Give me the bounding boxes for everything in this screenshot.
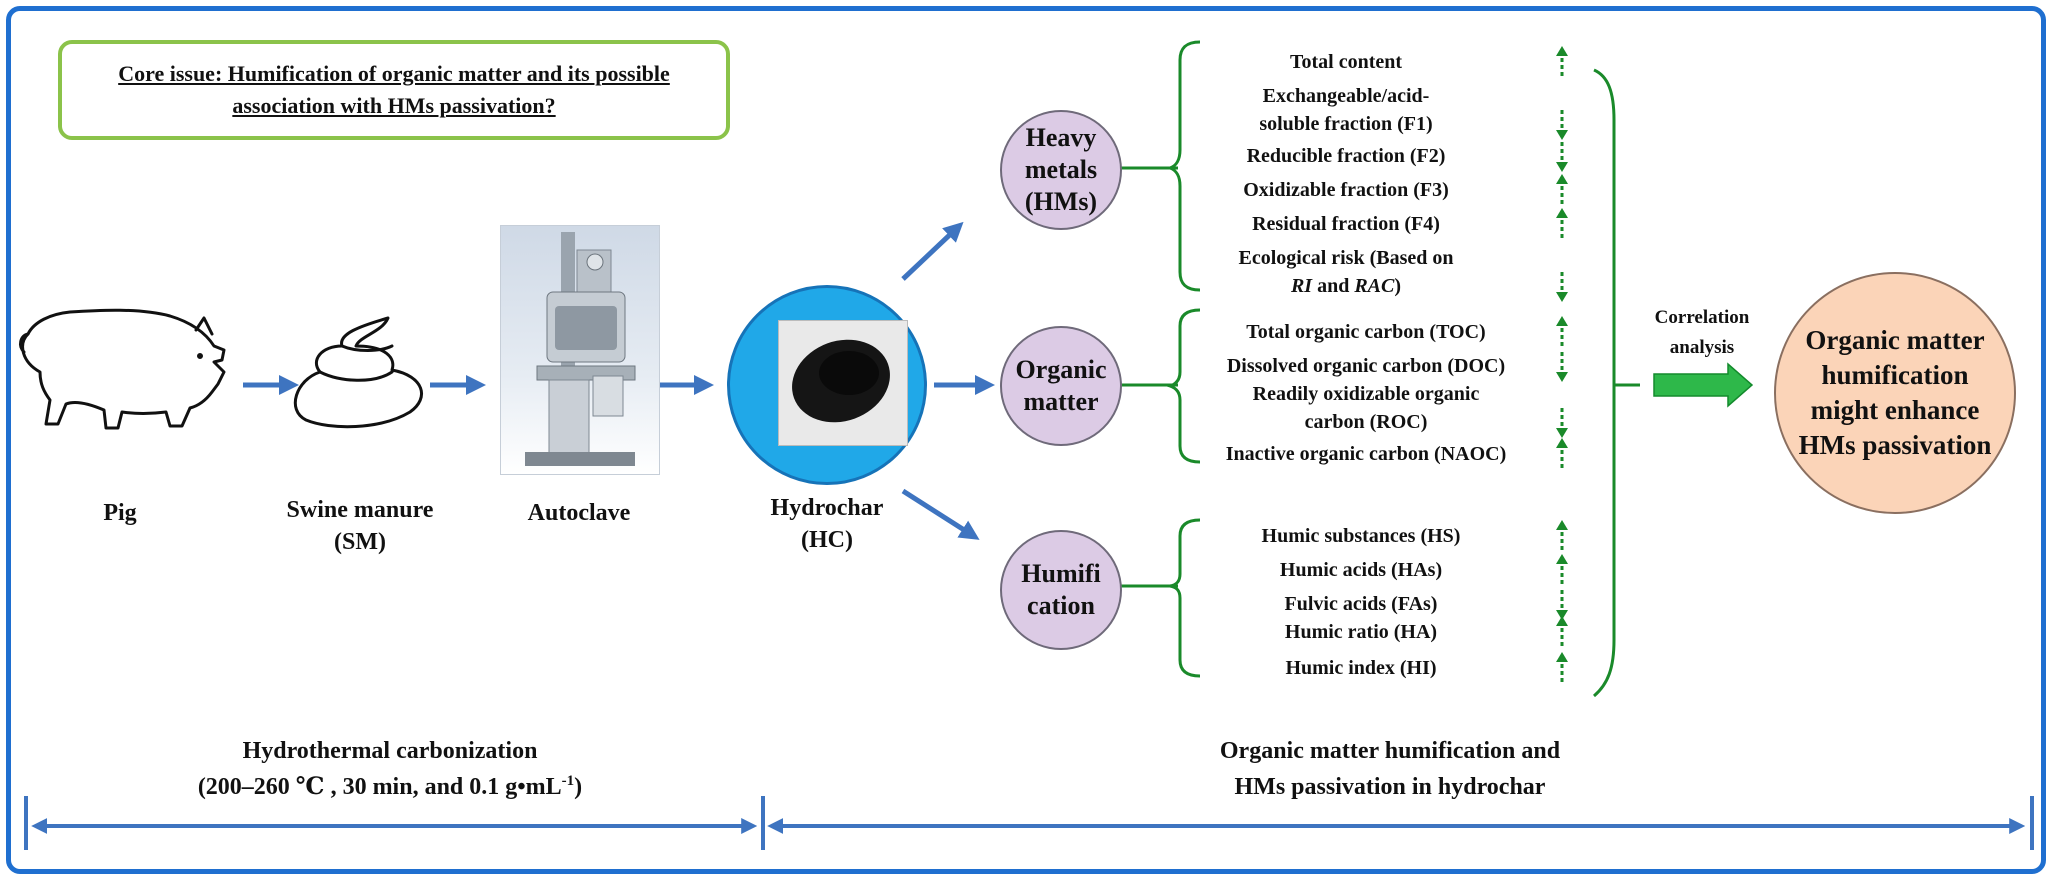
autoclave-label: Autoclave	[527, 500, 631, 526]
hm-item-2: soluble fraction (F1)	[1259, 113, 1433, 135]
correlation-arrow	[1653, 362, 1754, 408]
om-trend-down-arrow-3	[1556, 408, 1568, 438]
bottom-left-line1: Hydrothermal carbonization	[242, 738, 538, 764]
hu-trend-down-arrow-2	[1556, 590, 1568, 620]
organic-matter-line1: Organic	[1015, 355, 1107, 384]
hu-trend-up-arrow-1	[1556, 554, 1568, 584]
outer-frame	[6, 6, 2046, 874]
arrow-hydrochar-to-humification	[901, 488, 980, 540]
conditions-exponent: -1	[561, 773, 575, 789]
om-item-3: carbon (ROC)	[1304, 411, 1428, 433]
trend-arrows	[1556, 46, 1568, 682]
correlation-label-line1: Correlation	[1654, 307, 1750, 328]
autoclave-image	[500, 225, 660, 475]
hm-trend-down-arrow-2	[1556, 110, 1568, 140]
organic-matter-circle: Organic matter	[1000, 326, 1122, 446]
hm-trend-down-arrow-3	[1556, 142, 1568, 172]
om-item-0: Total organic carbon (TOC)	[1246, 321, 1486, 343]
bottom-right-line2: HMs passivation in hydrochar	[1234, 774, 1546, 800]
manure-icon	[293, 316, 423, 429]
hm-item-4: Oxidizable fraction (F3)	[1243, 179, 1449, 201]
om-trend-down-arrow-1	[1556, 352, 1568, 382]
conditions-text: (200–260 ℃ , 30 min, and 0.1 g•mL	[197, 774, 562, 800]
heavy-metals-line1: Heavy	[1025, 123, 1097, 152]
correlation-label-line2: analysis	[1669, 337, 1735, 358]
hu-item-0: Humic substances (HS)	[1261, 525, 1461, 547]
hm-item-0: Total content	[1289, 51, 1403, 73]
om-item-4: Inactive organic carbon (NAOC)	[1225, 443, 1507, 465]
conclusion-line2: humification	[1821, 360, 1969, 390]
hu-item-1: Humic acids (HAs)	[1279, 559, 1443, 581]
core-issue-box: Core issue: Humification of organic matt…	[58, 40, 730, 140]
flow-arrows	[243, 221, 995, 540]
hu-trend-up-arrow-0	[1556, 520, 1568, 550]
hydrochar-label-line2: (HC)	[801, 527, 853, 553]
core-issue-text: Core issue: Humification of organic matt…	[118, 61, 670, 118]
brace-heavy-metals	[1165, 40, 1201, 292]
heavy-metals-circle: Heavy metals (HMs)	[1000, 110, 1122, 230]
bottom-left-line2: (200–260 ℃ , 30 min, and 0.1 g•mL-1)	[100, 772, 680, 802]
hu-item-4: Humic index (HI)	[1285, 657, 1437, 679]
hu-item-3: Humic ratio (HA)	[1284, 621, 1438, 643]
conclusion-line1: Organic matter	[1805, 325, 1985, 355]
hm-trend-up-arrow-0	[1556, 46, 1568, 76]
heavy-metals-line2: metals	[1024, 155, 1098, 184]
left-braces	[1165, 40, 1201, 678]
humification-line1: Humifi	[1021, 559, 1101, 588]
humification-line2: cation	[1027, 591, 1095, 620]
hm-trend-down-arrow-7	[1556, 272, 1568, 302]
conclusion-line3: might enhance	[1810, 395, 1980, 425]
brace-organic-matter	[1165, 308, 1201, 464]
hm-item-5: Residual fraction (F4)	[1252, 213, 1440, 235]
hm-trend-up-arrow-5	[1556, 208, 1568, 238]
pig-label: Pig	[103, 500, 137, 526]
hu-trend-up-arrow-3	[1556, 616, 1568, 646]
om-item-1: Dissolved organic carbon (DOC)	[1226, 355, 1506, 377]
conclusion-line4: HMs passivation	[1798, 430, 1992, 460]
hm-item-3: Reducible fraction (F2)	[1246, 145, 1446, 167]
hm-item-1: Exchangeable/acid-	[1262, 85, 1430, 107]
organic-matter-line2: matter	[1023, 387, 1099, 416]
om-item-2: Readily oxidizable organic	[1252, 383, 1480, 405]
bottom-span-lines	[24, 796, 2034, 850]
hm-trend-up-arrow-4	[1556, 174, 1568, 204]
bottom-right-line1: Organic matter humification and	[1219, 738, 1561, 764]
conditions-close: )	[574, 774, 583, 800]
manure-label-line1: Swine manure	[286, 497, 434, 523]
om-trend-up-arrow-4	[1556, 438, 1568, 468]
heavy-metals-line3: (HMs)	[1024, 187, 1098, 216]
right-brace	[1593, 68, 1616, 698]
pig-icon	[19, 308, 226, 430]
hydrochar-photo	[778, 320, 908, 446]
humification-circle: Humifi cation	[1000, 530, 1122, 650]
hydrochar-label-line1: Hydrochar	[770, 495, 884, 521]
om-trend-up-arrow-0	[1556, 316, 1568, 346]
hu-trend-up-arrow-4	[1556, 652, 1568, 682]
manure-label-line2: (SM)	[334, 529, 386, 555]
hu-item-2: Fulvic acids (FAs)	[1284, 593, 1438, 615]
hm-item-7: RI and RAC)	[1290, 275, 1402, 297]
brace-humification	[1169, 518, 1201, 678]
hm-item-6: Ecological risk (Based on	[1238, 247, 1454, 269]
conclusion-circle: Organic matter humification might enhanc…	[1774, 272, 2016, 514]
arrow-hydrochar-to-heavy-metals	[901, 221, 964, 281]
